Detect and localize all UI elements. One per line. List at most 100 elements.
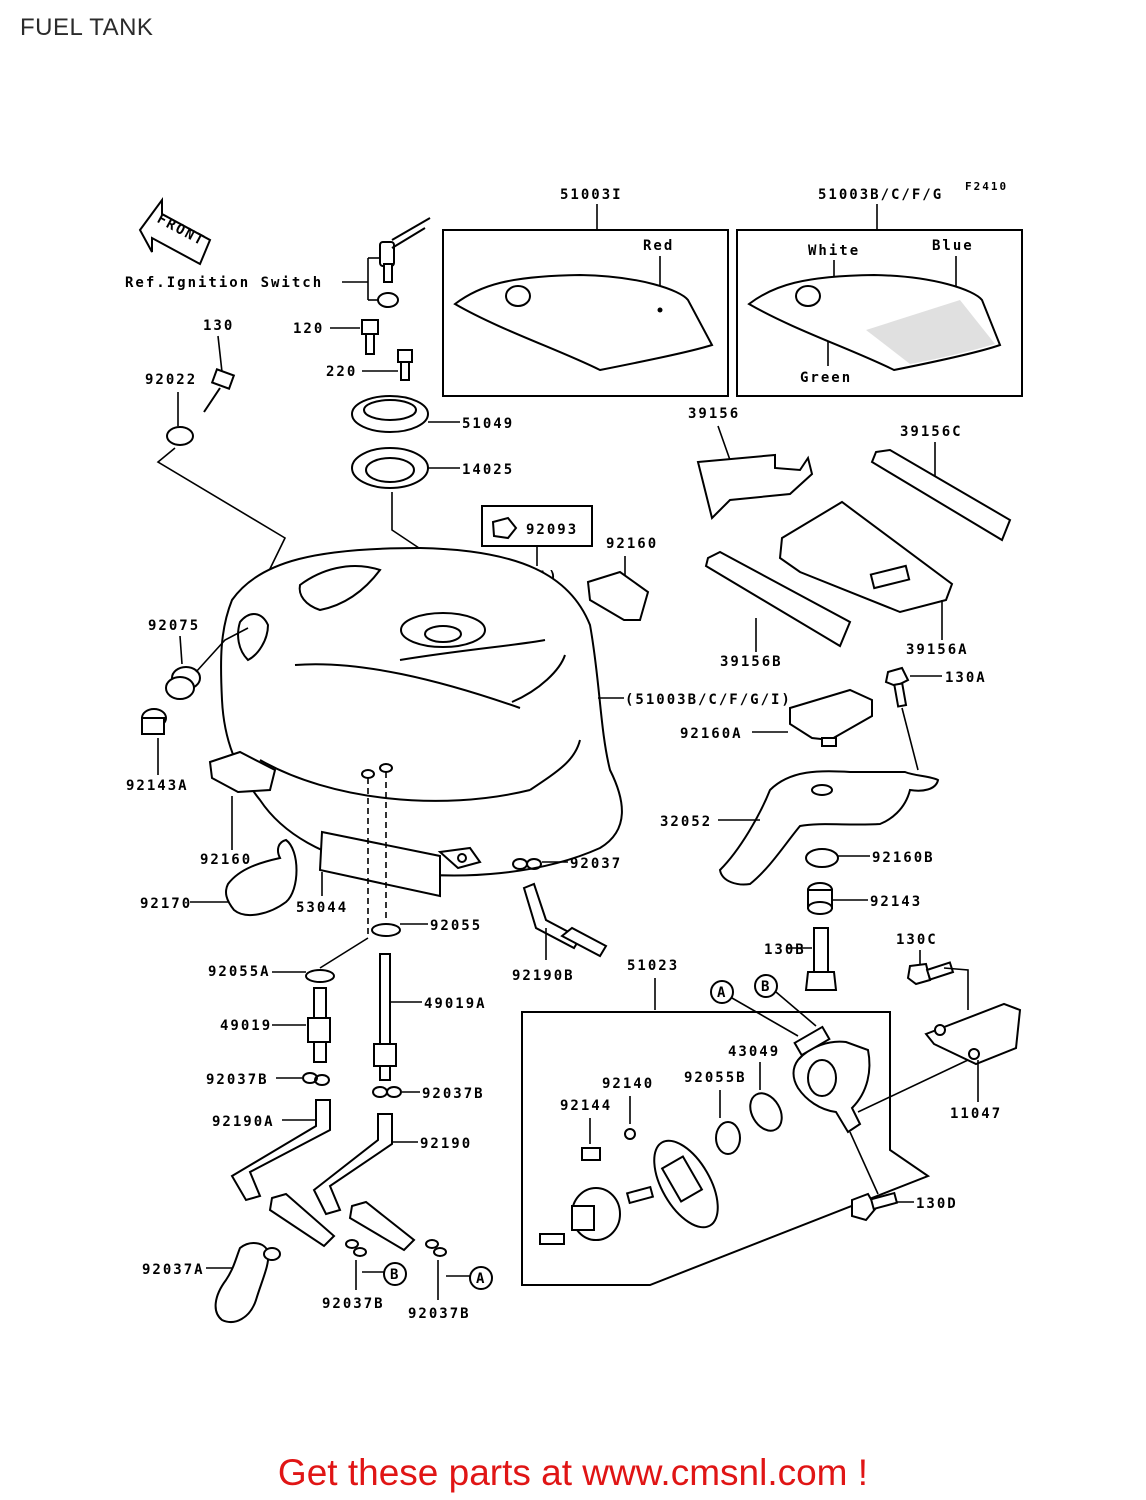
part-130a: 130A: [945, 670, 987, 686]
oring-92055a-icon: [305, 969, 335, 983]
damper-92160-icon: [586, 570, 650, 621]
ball-92140-icon: [624, 1128, 636, 1140]
petcock-43049-body-icon: [792, 1025, 871, 1134]
callout-a-bottom-label: A: [476, 1271, 485, 1287]
bracket-32052-icon: [718, 770, 940, 886]
pad-39156-icon: [696, 453, 814, 520]
fuel-cap-icon: [351, 395, 429, 433]
callout-b-top: [754, 974, 778, 998]
clip-92037b-3-icon: [345, 1239, 367, 1257]
color-blue: Blue: [932, 238, 974, 254]
part-510031: 51003I: [560, 187, 623, 203]
part-120: 120: [293, 321, 324, 337]
pad-39156b-icon: [704, 550, 852, 648]
callout-b-top-label: B: [761, 979, 769, 995]
clip-92037a-icon: [214, 1242, 281, 1323]
part-51023: 51023: [627, 958, 679, 974]
gasket-43049-icon: [749, 1092, 783, 1132]
part-92140: 92140: [602, 1076, 654, 1092]
petcock-lever-plate-icon: [653, 1139, 719, 1229]
pipe-49019a-icon: [373, 953, 397, 1081]
part-92143a: 92143A: [126, 778, 189, 794]
grommet-92075-icon: [165, 666, 201, 700]
bolt-130d-icon: [851, 1191, 899, 1222]
part-43049: 43049: [728, 1044, 780, 1060]
figure-code: F2410: [965, 180, 1008, 193]
part-92055b: 92055B: [684, 1070, 747, 1086]
part-92055: 92055: [430, 918, 482, 934]
bolt-130c-icon: [906, 961, 955, 986]
clip-92037-icon: [512, 858, 542, 870]
part-92037b-4: 92037B: [408, 1306, 471, 1322]
part-92190: 92190: [420, 1136, 472, 1152]
color-white: White: [808, 243, 860, 259]
callout-a-top: [710, 980, 734, 1004]
oring-92055b-icon: [715, 1121, 741, 1155]
part-130c: 130C: [896, 932, 938, 948]
part-92093: 92093: [526, 522, 578, 538]
washer-92022-icon: [166, 426, 194, 446]
drain-49019-icon: [307, 987, 331, 1063]
page-title: FUEL TANK: [20, 14, 154, 41]
nut-92093-icon: [491, 516, 518, 540]
collar-92143a-icon: [141, 708, 167, 735]
tank-decal-red-icon: [453, 273, 714, 372]
callout-b-bottom: [383, 1262, 407, 1286]
part-92055a: 92055A: [208, 964, 271, 980]
callout-a-bottom: [469, 1266, 493, 1290]
part-92143: 92143: [870, 894, 922, 910]
part-92190a: 92190A: [212, 1114, 275, 1130]
fuel-tank-icon: [220, 546, 623, 877]
part-92190b: 92190B: [512, 968, 575, 984]
part-51003bcfg: 51003B/C/F/G: [818, 187, 943, 203]
ref-ignition-note: Ref.Ignition Switch: [125, 275, 323, 291]
bolt-130b-icon: [804, 927, 838, 991]
petcock-box: [521, 1011, 931, 1286]
part-130b: 130B: [764, 942, 806, 958]
pad-39156a-icon: [778, 500, 954, 614]
damper-92160b-icon: [805, 848, 839, 868]
part-92075: 92075: [148, 618, 200, 634]
front-arrow-icon: FRONT: [138, 196, 212, 266]
part-49019: 49019: [220, 1018, 272, 1034]
clamp-92170-icon: [225, 838, 298, 917]
oring-92055-icon: [371, 923, 401, 937]
part-51049: 51049: [462, 416, 514, 432]
tank-decal-blue-icon: [747, 273, 1002, 372]
part-39156c: 39156C: [900, 424, 963, 440]
part-92037b-1: 92037B: [206, 1072, 269, 1088]
damper-92160a-icon: [789, 688, 873, 747]
part-92144: 92144: [560, 1098, 612, 1114]
clip-92037b-4-icon: [425, 1239, 447, 1257]
part-39156b: 39156B: [720, 654, 783, 670]
spring-92144-icon: [581, 1147, 601, 1161]
color-green: Green: [800, 370, 852, 386]
pad-39156c-icon: [870, 448, 1012, 542]
key-icon: [377, 217, 431, 308]
part-92037: 92037: [570, 856, 622, 872]
part-92170: 92170: [140, 896, 192, 912]
bolt-220-icon: [397, 349, 413, 381]
part-49019a: 49019A: [424, 996, 487, 1012]
petcock-knob-icon: [571, 1187, 621, 1241]
part-130d: 130D: [916, 1196, 958, 1212]
bolt-130-icon: [203, 368, 236, 413]
color-red: Red: [643, 238, 674, 254]
bolt-120-icon: [361, 319, 379, 355]
footer-promo-link[interactable]: Get these parts at www.cmsnl.com !: [277, 1452, 869, 1493]
collar-92143-icon: [807, 882, 833, 915]
damper-92160-left-icon: [208, 750, 277, 794]
cap-gasket-icon: [351, 447, 429, 489]
parts-diagram: FRONT Ref.Ignition Switch 120 220 130 92…: [125, 180, 1023, 1323]
part-92037b-3: 92037B: [322, 1296, 385, 1312]
part-130: 130: [203, 318, 234, 334]
petcock-screw-icon: [625, 1185, 655, 1205]
petcock-small-screw-icon: [539, 1233, 565, 1245]
part-92160-left: 92160: [200, 852, 252, 868]
part-11047: 11047: [950, 1106, 1002, 1122]
part-92037b-2: 92037B: [422, 1086, 485, 1102]
clip-92037b-2-icon: [372, 1086, 402, 1098]
part-53044: 53044: [296, 900, 348, 916]
hose-92190a-icon: [230, 1099, 331, 1202]
part-14025: 14025: [462, 462, 514, 478]
